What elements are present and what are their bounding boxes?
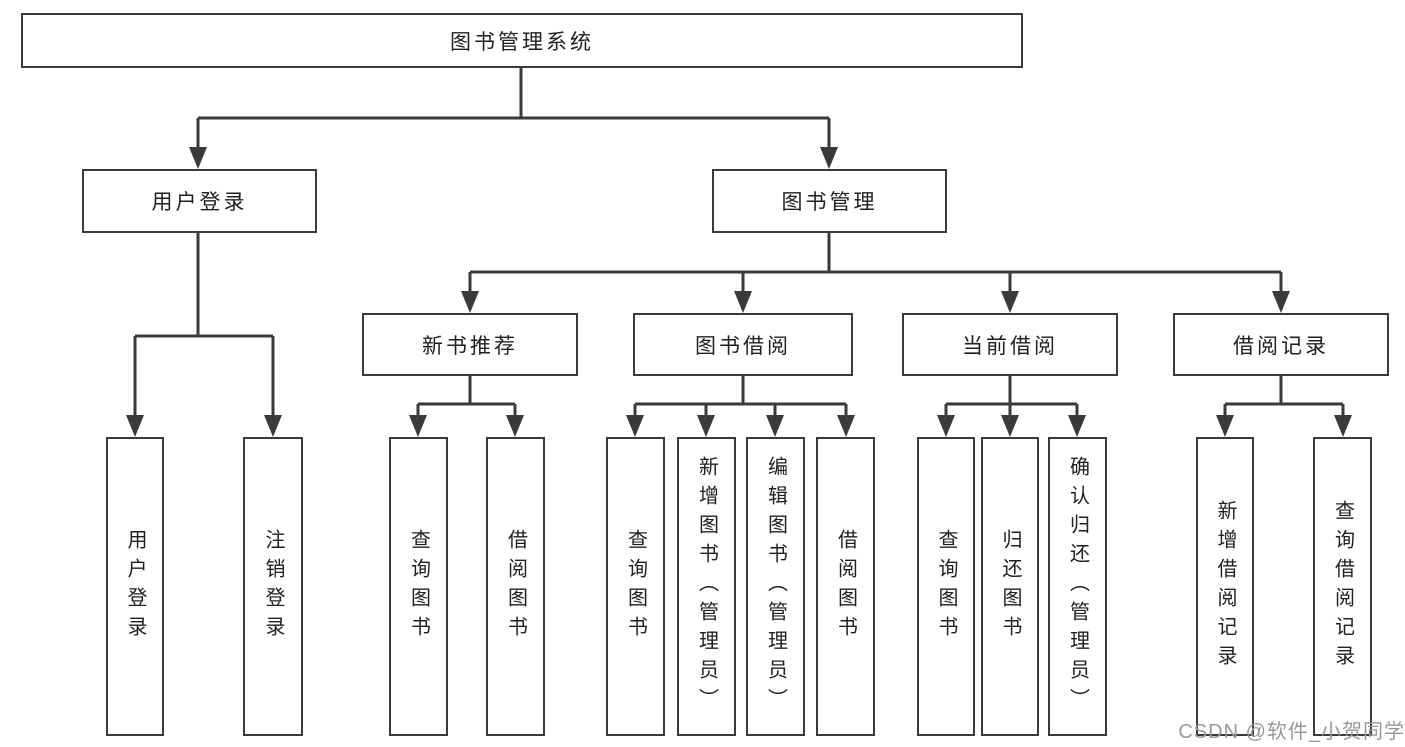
leaf-edit-book-admin: 编辑图书（管理员） — [746, 437, 805, 736]
leaf-add-book-admin: 新增图书（管理员） — [677, 437, 736, 736]
leaf-add-borrow-record: 新增借阅记录 — [1196, 437, 1254, 736]
node-label: 图书借阅 — [695, 334, 791, 358]
leaf-label: 查询图书 — [407, 528, 430, 645]
leaf-confirm-return-admin: 确认归还（管理员） — [1048, 437, 1107, 736]
node-label: 新书推荐 — [422, 334, 518, 358]
leaf-label: 编辑图书（管理员） — [764, 456, 787, 717]
leaf-user-login: 用户登录 — [106, 437, 164, 736]
leaf-label: 注销登录 — [262, 528, 284, 645]
csdn-watermark: CSDN @软件_小贺同学 — [1178, 721, 1405, 743]
leaf-label: 借阅图书 — [834, 528, 857, 645]
node-book-management: 图书管理 — [712, 169, 947, 233]
node-user-login: 用户登录 — [82, 169, 317, 233]
node-new-book-recommendation: 新书推荐 — [362, 313, 578, 376]
leaf-label: 借阅图书 — [504, 528, 527, 645]
leaf-label: 新增图书（管理员） — [695, 456, 718, 717]
node-label: 图书管理系统 — [450, 30, 594, 54]
node-book-borrowing: 图书借阅 — [633, 313, 853, 376]
node-current-borrowing: 当前借阅 — [902, 313, 1118, 376]
leaf-label: 用户登录 — [124, 528, 146, 645]
leaf-return-book: 归还图书 — [981, 437, 1039, 736]
leaf-query-borrow-record: 查询借阅记录 — [1313, 437, 1372, 736]
node-library-management-system: 图书管理系统 — [21, 13, 1023, 68]
leaf-query-books-borrow: 查询图书 — [606, 437, 665, 736]
leaf-label: 新增借阅记录 — [1214, 499, 1236, 674]
leaf-label: 确认归还（管理员） — [1066, 456, 1089, 717]
node-label: 用户登录 — [151, 191, 248, 214]
arrowheads — [126, 147, 1352, 437]
leaf-logout: 注销登录 — [243, 437, 303, 736]
leaf-label: 查询图书 — [624, 528, 647, 645]
leaf-borrow-books: 借阅图书 — [816, 437, 875, 736]
leaf-borrow-books-recommend: 借阅图书 — [486, 437, 545, 736]
leaf-label: 查询借阅记录 — [1331, 499, 1354, 674]
node-label: 图书管理 — [781, 191, 878, 214]
node-borrowing-records: 借阅记录 — [1173, 313, 1389, 376]
node-label: 借阅记录 — [1233, 334, 1329, 358]
node-label: 当前借阅 — [962, 334, 1058, 358]
leaf-label: 查询图书 — [935, 528, 957, 645]
leaf-query-books-recommend: 查询图书 — [389, 437, 448, 736]
tree-edges — [133, 68, 1345, 419]
leaf-query-books-current: 查询图书 — [917, 437, 975, 736]
leaf-label: 归还图书 — [999, 528, 1021, 645]
